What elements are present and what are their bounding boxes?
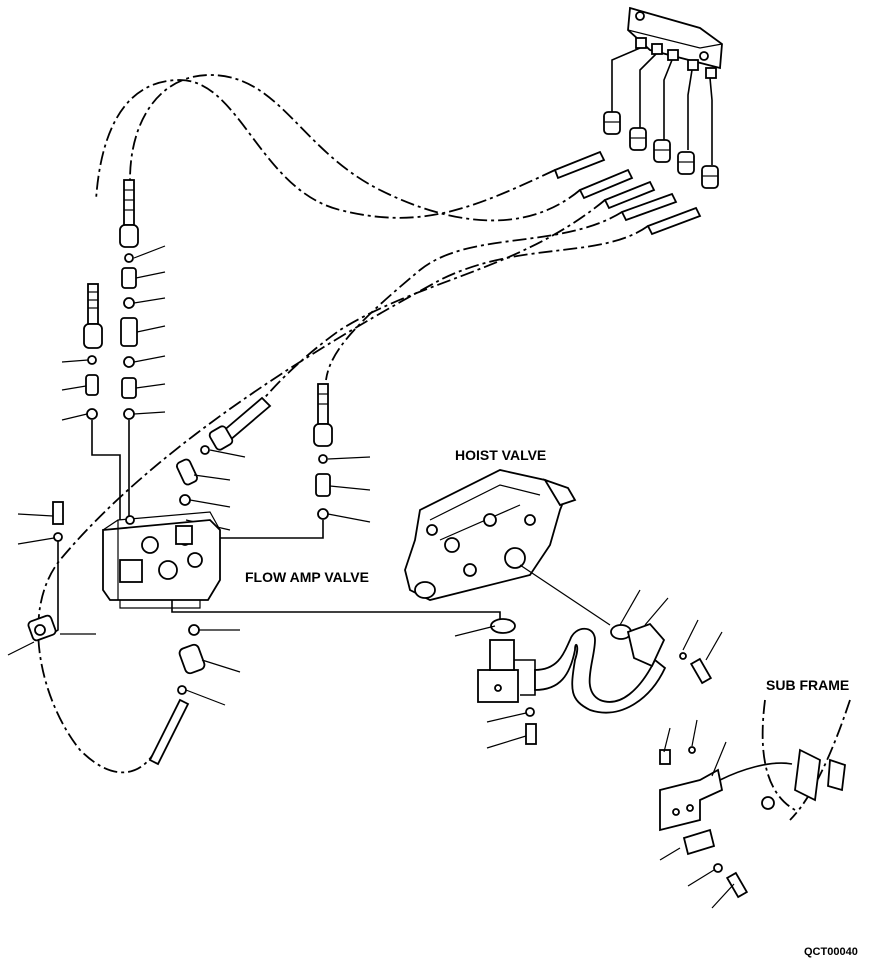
sub-frame-label: SUB FRAME (766, 677, 849, 693)
left-fitting-stack-a (83, 283, 121, 520)
upper-manifold-block (627, 6, 723, 79)
hoist-valve-label: HOIST VALVE (455, 447, 546, 463)
hose-ends-upper (553, 150, 702, 236)
leader-lines-left (61, 245, 166, 421)
manifold-fittings (603, 111, 719, 189)
left-fitting-stack-b (119, 179, 139, 520)
left-bolt-and-sensor (7, 501, 96, 656)
drawing-code: QCT00040 (804, 946, 858, 958)
flow-amp-valve-body (102, 511, 501, 625)
center-left-fittings (176, 396, 272, 531)
manifold-pilot-lines (611, 47, 713, 165)
flow-amp-valve-label: FLOW AMP VALVE (245, 569, 369, 585)
clamp-and-bolts (610, 589, 723, 685)
hoist-connection-block (454, 618, 667, 749)
sub-frame-bracket (659, 699, 851, 909)
pilot-hose-runs (37, 74, 649, 774)
hoist-valve-body (404, 469, 611, 626)
center-fitting-stack (205, 383, 371, 539)
lower-flow-amp-fittings (148, 624, 241, 766)
